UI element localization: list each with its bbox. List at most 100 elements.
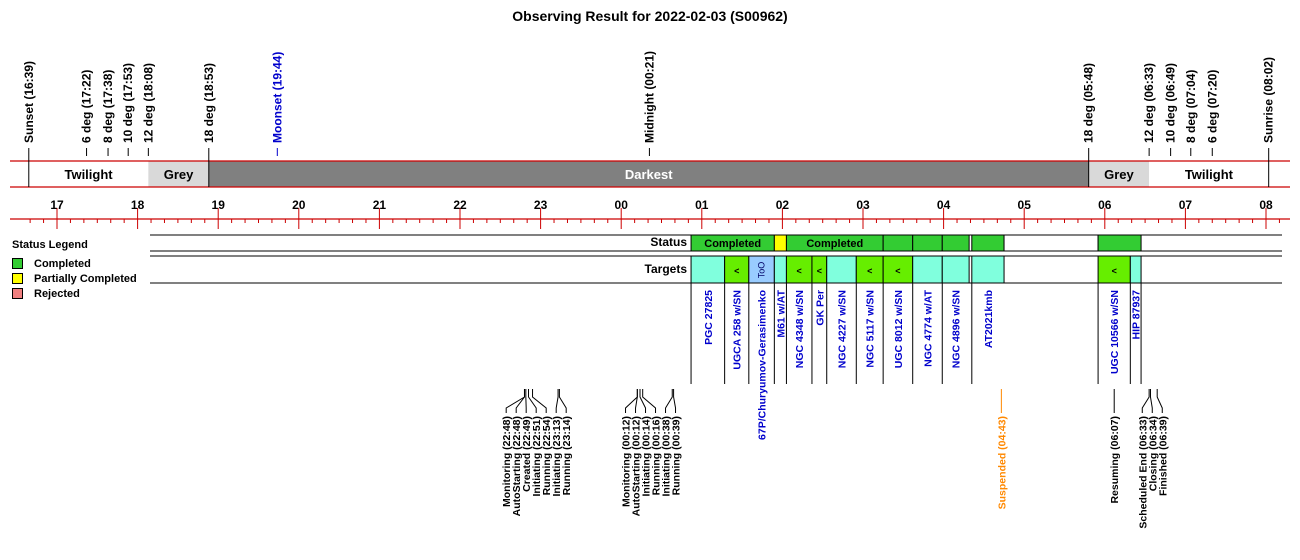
- target-child-mark: <: [1112, 266, 1117, 276]
- target-name: UGCA 258 w/SN: [732, 290, 744, 370]
- event-label: Monitoring (00:12): [621, 416, 633, 507]
- target-child-mark: <: [817, 266, 822, 276]
- target-block-child: [724, 255, 750, 284]
- status-block-completed: [941, 234, 970, 252]
- legend-swatch-completed: [12, 258, 23, 269]
- sky-event-label: 8 deg (07:04): [1184, 70, 1198, 143]
- targets-row-label: Targets: [645, 262, 688, 276]
- target-name: NGC 4774 w/AT: [922, 289, 934, 366]
- event-label: Initiating (23:13): [551, 416, 563, 497]
- target-block-main: [690, 255, 726, 284]
- sky-band-label: Twilight: [64, 167, 113, 182]
- target-name: UGC 10566 w/SN: [1109, 290, 1121, 374]
- target-block-child: [785, 255, 813, 284]
- target-child-mark: <: [797, 266, 802, 276]
- sky-band-grey: [1088, 161, 1150, 187]
- event-leader: [635, 389, 638, 413]
- event-leader: [1141, 389, 1150, 413]
- target-name: UGC 8012 w/SN: [893, 290, 905, 368]
- event-leader: [665, 389, 673, 413]
- status-block-partial: [773, 234, 787, 252]
- target-names: PGC 27825 UGCA 258 w/SN 67P/Churyumov-Gera…: [690, 283, 1143, 440]
- legend-label: Partially Completed: [34, 272, 137, 285]
- status-legend: Status Legend Completed Partially Comple…: [12, 239, 152, 301]
- target-name: PGC 27825: [703, 290, 715, 345]
- target-child-mark: <: [867, 266, 872, 276]
- target-child-mark: <: [895, 266, 900, 276]
- target-block-main: [773, 255, 787, 284]
- axis-tick-label: 05: [1018, 198, 1032, 212]
- target-name: NGC 4896 w/SN: [951, 290, 963, 368]
- axis-tick-label: 17: [50, 198, 64, 212]
- event-leader: [1156, 389, 1163, 413]
- axis-tick-label: 20: [292, 198, 306, 212]
- sky-event-label: Midnight (00:21): [642, 51, 656, 143]
- legend-item-completed: Completed: [12, 256, 152, 271]
- event-label: Monitoring (22:48): [501, 416, 513, 507]
- event-label: Created (22:49): [521, 416, 533, 492]
- event-label: Running (23:14): [561, 416, 573, 495]
- sky-event-label: 10 deg (17:53): [121, 63, 135, 143]
- sky-event-label: 10 deg (06:49): [1164, 63, 1178, 143]
- event-label: Closing (06:34): [1147, 416, 1159, 491]
- target-name: HIP 87937: [1131, 290, 1143, 340]
- event-label: Initiating (00:14): [641, 416, 653, 497]
- target-too-badge: ToO: [757, 262, 767, 279]
- event-label: AutoStarting (00:12): [631, 416, 643, 516]
- target-block-main: [826, 255, 857, 284]
- event-label: Running (22:54): [541, 416, 553, 495]
- event-leader: [1149, 389, 1153, 413]
- axis-tick-label: 18: [131, 198, 145, 212]
- axis-tick-label: 22: [453, 198, 467, 212]
- axis-tick-label: 19: [212, 198, 226, 212]
- status-row-label: Status: [650, 235, 687, 249]
- event-label: Resuming (06:07): [1109, 416, 1121, 504]
- event-leader: [532, 389, 547, 413]
- event-label: Running (00:39): [671, 416, 683, 495]
- legend-swatch-partial: [12, 273, 23, 284]
- sky-event-label: 18 deg (05:48): [1082, 63, 1096, 143]
- event-log: Monitoring (22:48)AutoStarting (22:48)Cr…: [501, 389, 1169, 529]
- status-block-empty: [1003, 234, 1099, 252]
- event-label: Initiating (00:38): [661, 416, 673, 497]
- target-child-mark: <: [734, 266, 739, 276]
- event-leader: [642, 389, 657, 413]
- event-label: AutoStarting (22:48): [511, 416, 523, 516]
- target-name: 67P/Churyumov-Gerasimenko: [757, 290, 769, 440]
- axis-tick-label: 23: [534, 198, 548, 212]
- event-leader: [555, 389, 559, 413]
- sky-event-label: 6 deg (07:20): [1205, 70, 1219, 143]
- target-block-main: [1129, 255, 1142, 284]
- status-block-label: Completed: [806, 238, 863, 250]
- axis-tick-label: 00: [615, 198, 629, 212]
- status-block-completed: [882, 234, 914, 252]
- sky-event-label: 12 deg (18:08): [141, 63, 155, 143]
- axis-tick-label: 08: [1259, 198, 1273, 212]
- target-block-main: [971, 255, 1005, 284]
- event-leader: [673, 389, 677, 413]
- status-block-completed: [971, 234, 1005, 252]
- target-name: AT2021kmb: [983, 290, 995, 348]
- chart-title: Observing Result for 2022-02-03 (S00962): [512, 8, 787, 24]
- target-name: NGC 4348 w/SN: [794, 290, 806, 368]
- target-name: NGC 4227 w/SN: [837, 290, 849, 368]
- event-label: Scheduled End (06:33): [1137, 416, 1149, 529]
- event-label: Running (00:16): [651, 416, 663, 495]
- sky-event-label: 18 deg (18:53): [202, 63, 216, 143]
- target-block-child: [855, 255, 884, 284]
- sky-band-twilight: [1149, 161, 1269, 187]
- event-leader: [515, 389, 525, 413]
- legend-label: Completed: [34, 257, 91, 270]
- sky-event-label: Sunset (16:39): [22, 61, 36, 143]
- axis-tick-label: 06: [1098, 198, 1112, 212]
- status-block-label: Completed: [704, 238, 761, 250]
- axis-tick-label: 07: [1179, 198, 1193, 212]
- legend-title: Status Legend: [12, 239, 88, 251]
- sky-band-label: Grey: [164, 167, 194, 182]
- target-block-main: [912, 255, 943, 284]
